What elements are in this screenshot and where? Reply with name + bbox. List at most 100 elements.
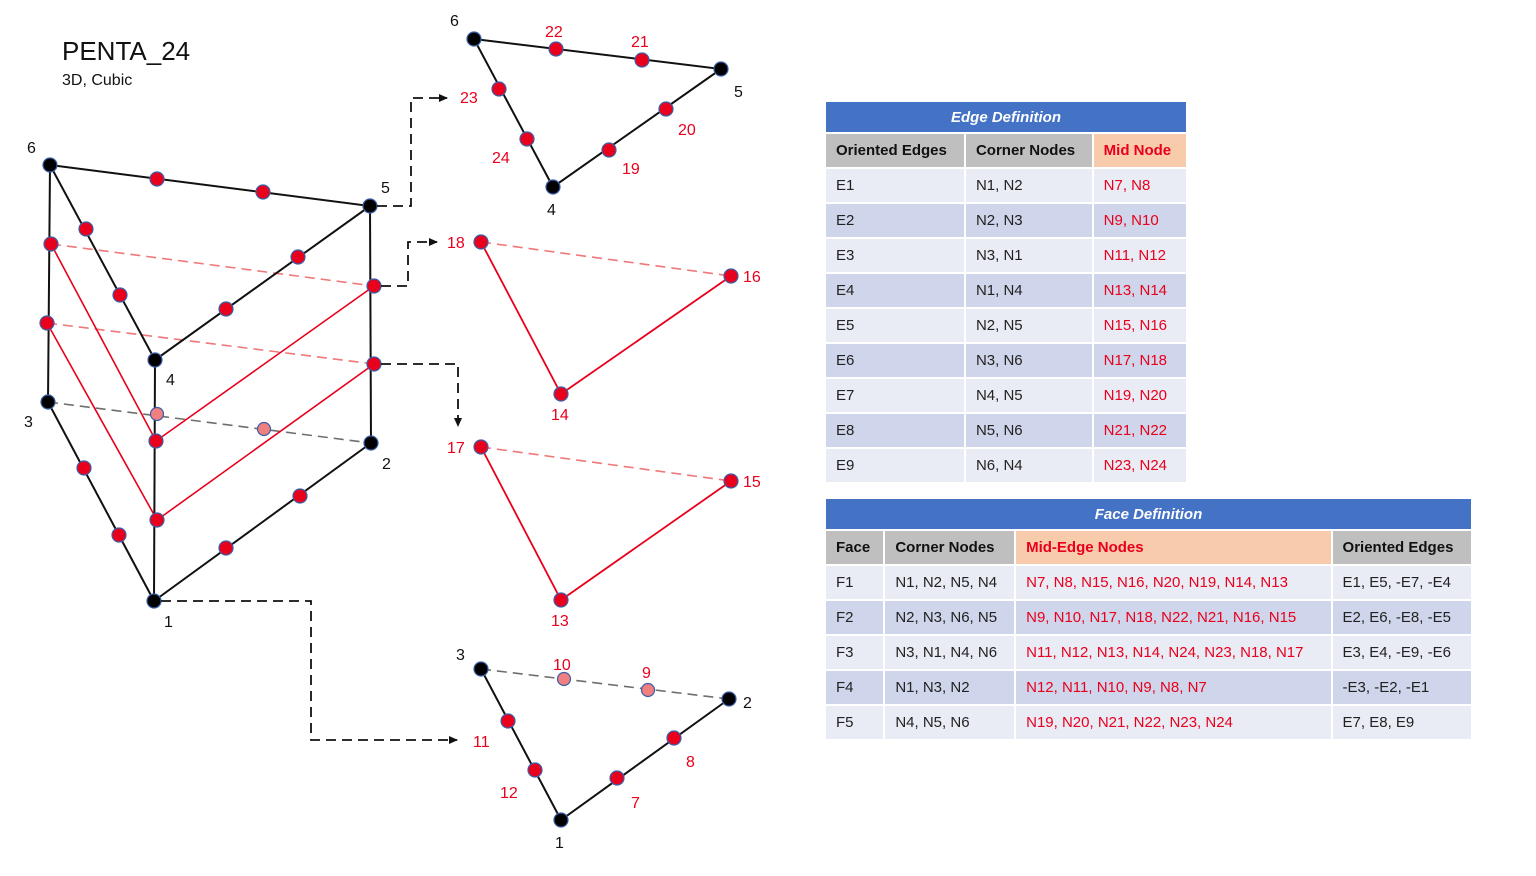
bottom-edges-3-1-2 xyxy=(480,668,730,822)
edge-cell: E9 xyxy=(826,448,966,484)
bottom-node-2 xyxy=(721,691,737,707)
prism-edge-6-3 xyxy=(47,164,51,403)
face-header-mid-edge-nodes: Mid-Edge Nodes xyxy=(1015,530,1333,566)
bottom-label-7: 7 xyxy=(631,795,640,812)
bottom-node-7 xyxy=(609,770,625,786)
bottom-node-11 xyxy=(500,713,516,729)
upper-dashed-18-16 xyxy=(480,241,732,277)
edge-cell: N7, N8 xyxy=(1092,168,1189,204)
prism-label-6: 6 xyxy=(27,140,36,157)
prism-edge-3-1 xyxy=(47,401,155,602)
face-cell: F2 xyxy=(826,600,886,636)
lower-label-15: 15 xyxy=(743,474,761,491)
edge-cell: N21, N22 xyxy=(1092,413,1189,449)
face-cell: N4, N5, N6 xyxy=(884,705,1017,741)
edge-cell: N17, N18 xyxy=(1092,343,1189,379)
bottom-node-8 xyxy=(666,730,682,746)
prism-hidden-upper-18-16 xyxy=(50,243,375,287)
prism-node-13 xyxy=(149,512,165,528)
prism-node-14 xyxy=(148,433,164,449)
top-node-20 xyxy=(658,101,674,117)
top-node-21 xyxy=(634,52,650,68)
lower-mid-section: 17 15 13 xyxy=(447,439,761,630)
prism-node-18 xyxy=(43,236,59,252)
lower-label-17: 17 xyxy=(447,440,465,457)
face-cell: N11, N12, N13, N14, N24, N23, N18, N17 xyxy=(1015,635,1333,671)
face-cell: N9, N10, N17, N18, N22, N21, N16, N15 xyxy=(1015,600,1333,636)
prism-node-21 xyxy=(255,184,271,200)
prism-node-22 xyxy=(149,171,165,187)
face-header-face: Face xyxy=(826,530,886,566)
prism-node-5 xyxy=(362,198,378,214)
edge-definition-table: Edge Definition Oriented Edges Corner No… xyxy=(826,102,1189,484)
prism-label-4: 4 xyxy=(166,372,175,389)
prism-node-7 xyxy=(218,540,234,556)
face-definition-table: Face Definition Face Corner Nodes Mid-Ed… xyxy=(826,499,1474,741)
upper-node-16 xyxy=(723,268,739,284)
lower-lines-17-13-15 xyxy=(480,446,732,602)
connector-arrows xyxy=(161,94,462,744)
face-cell: E2, E6, -E8, -E5 xyxy=(1331,600,1474,636)
edge-cell: N23, N24 xyxy=(1092,448,1189,484)
top-label-22: 22 xyxy=(545,24,563,41)
face-cell: N19, N20, N21, N22, N23, N24 xyxy=(1015,705,1333,741)
top-label-23: 23 xyxy=(460,90,478,107)
edge-cell: N6, N4 xyxy=(964,448,1094,484)
lower-label-13: 13 xyxy=(551,613,569,630)
upper-mid-section: 18 16 14 xyxy=(447,234,761,424)
prism-edge-1-2 xyxy=(153,442,372,602)
bottom-label-1: 1 xyxy=(555,835,564,852)
face-cell: N12, N11, N10, N9, N8, N7 xyxy=(1015,670,1333,706)
top-label-20: 20 xyxy=(678,122,696,139)
lower-dashed-17-15 xyxy=(480,446,732,482)
edge-cell: E5 xyxy=(826,308,966,344)
top-node-22 xyxy=(548,41,564,57)
bottom-node-3 xyxy=(473,661,489,677)
edge-cell: E7 xyxy=(826,378,966,414)
face-cell: N7, N8, N15, N16, N20, N19, N14, N13 xyxy=(1015,565,1333,601)
face-cell: F4 xyxy=(826,670,886,706)
bottom-label-10: 10 xyxy=(553,657,571,674)
edge-cell: N3, N1 xyxy=(964,238,1094,274)
bottom-node-1 xyxy=(553,812,569,828)
prism-node-10-hidden xyxy=(149,406,165,422)
edge-cell: N9, N10 xyxy=(1092,203,1189,239)
edge-header-mid-node: Mid Node xyxy=(1092,133,1189,169)
lower-node-17 xyxy=(473,439,489,455)
bottom-label-11: 11 xyxy=(473,734,490,751)
edge-cell: N3, N6 xyxy=(964,343,1094,379)
top-node-19 xyxy=(601,142,617,158)
upper-node-18 xyxy=(473,234,489,250)
lower-node-15 xyxy=(723,473,739,489)
lower-node-13 xyxy=(553,592,569,608)
upper-label-16: 16 xyxy=(743,269,761,286)
edge-cell: E3 xyxy=(826,238,966,274)
bottom-label-8: 8 xyxy=(686,754,695,771)
face-cell: E3, E4, -E9, -E6 xyxy=(1331,635,1474,671)
prism-node-11 xyxy=(76,460,92,476)
face-cell: N1, N3, N2 xyxy=(884,670,1017,706)
edge-cell: N15, N16 xyxy=(1092,308,1189,344)
bottom-face-view: 3 2 1 10 9 11 12 7 8 xyxy=(456,647,752,852)
face-cell: N1, N2, N5, N4 xyxy=(884,565,1017,601)
prism-corner-nodes xyxy=(40,157,379,609)
face-cell: E7, E8, E9 xyxy=(1331,705,1474,741)
top-node-5 xyxy=(713,61,729,77)
prism-node-1 xyxy=(146,593,162,609)
top-label-19: 19 xyxy=(622,161,640,178)
prism-node-19 xyxy=(218,301,234,317)
prism-node-12 xyxy=(111,527,127,543)
prism-node-15 xyxy=(366,356,382,372)
top-label-21: 21 xyxy=(631,34,649,51)
bottom-label-12: 12 xyxy=(500,785,518,802)
